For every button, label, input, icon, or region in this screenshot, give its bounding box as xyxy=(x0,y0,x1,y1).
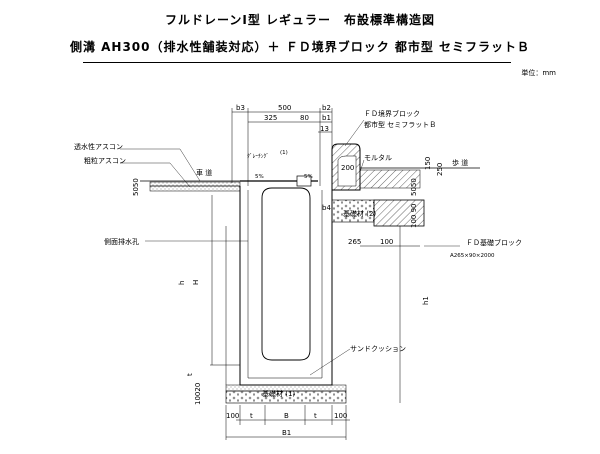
drawing-title: フルドレーンⅠ型 レギュラー 布設標準構造図 xyxy=(164,13,436,27)
dim-13: 13 xyxy=(320,125,329,133)
sidewalk xyxy=(359,167,480,189)
fd-boundary-block xyxy=(331,143,361,191)
slope-left: 5% xyxy=(255,174,264,180)
dim-500: 500 xyxy=(278,104,291,112)
fd-foundation-block-label: ＦＤ基礎ブロック xyxy=(466,238,522,247)
dim-b3: b3 xyxy=(236,104,245,112)
slope-right: 5% xyxy=(304,174,313,180)
dim-h1: h1 xyxy=(422,296,430,305)
dim-bottom-100-left: 100 xyxy=(226,412,239,420)
base-material-1 xyxy=(225,384,347,404)
grating xyxy=(240,175,318,187)
dim-200: 200 xyxy=(341,164,354,172)
road-pavement xyxy=(140,180,241,192)
side-drain-hole-label: 側面排水孔 xyxy=(104,237,139,246)
dimension-lines xyxy=(210,108,420,440)
unit-label: 単位：mm xyxy=(521,69,556,77)
dim-b2: b2 xyxy=(322,104,331,112)
dim-5050-left: 5050 xyxy=(132,178,140,196)
permeable-asphalt-label: 透水性アスコン xyxy=(74,142,123,151)
dim-bottom-B: B xyxy=(284,412,289,420)
dim-H: H xyxy=(192,280,200,285)
dim-b1: b1 xyxy=(322,114,331,122)
dim-100-90: 100 90 xyxy=(410,204,418,229)
fd-foundation-block xyxy=(373,199,425,227)
dim-bottom-t-left: t xyxy=(250,412,253,420)
dim-250: 250 xyxy=(436,163,444,176)
grating-label: ｸﾞﾚｰﾁﾝｸﾞ xyxy=(247,153,269,160)
sidewalk-label: 歩 道 xyxy=(452,158,468,167)
sand-cushion-label: サンドクッション xyxy=(350,345,406,353)
dim-h: h xyxy=(178,281,186,285)
dim-bottom-t-right: t xyxy=(314,412,317,420)
dim-5050-right: 5050 xyxy=(410,178,418,196)
dim-80: 80 xyxy=(300,114,309,122)
grating-note: (1) xyxy=(280,150,288,156)
roadway-label: 車 道 xyxy=(196,168,212,177)
title-underline xyxy=(83,62,511,63)
urban-semiflat-label: 都市型 セミフラットＢ xyxy=(364,120,436,129)
dim-100-mid: 100 xyxy=(380,238,393,246)
drawing-subtitle: 側溝 AH300（排水性舗装対応）＋ ＦＤ境界ブロック 都市型 セミフラットＢ xyxy=(69,40,531,54)
base-material-1-label: 基礎材 (1) xyxy=(262,389,295,398)
mortar-label: モルタル xyxy=(364,153,392,162)
dim-bottom-B1: B1 xyxy=(282,429,291,437)
dim-b4: b4 xyxy=(322,204,331,212)
dim-265: 265 xyxy=(348,238,361,246)
base-material-2-label: 基礎材 (2) xyxy=(343,209,376,218)
side-drain-body xyxy=(239,186,333,386)
fd-boundary-block-label: ＦＤ境界ブロック xyxy=(364,109,420,118)
fd-foundation-size: A265×90×2000 xyxy=(450,253,495,259)
dim-325: 325 xyxy=(264,114,277,122)
dim-10020: 10020 xyxy=(194,383,202,405)
dim-t: t xyxy=(186,373,194,376)
dim-150: 150 xyxy=(424,157,432,170)
leader-lines xyxy=(120,119,460,376)
dim-bottom-100-right: 100 xyxy=(334,412,347,420)
coarse-asphalt-label: 粗粒アスコン xyxy=(84,156,126,165)
